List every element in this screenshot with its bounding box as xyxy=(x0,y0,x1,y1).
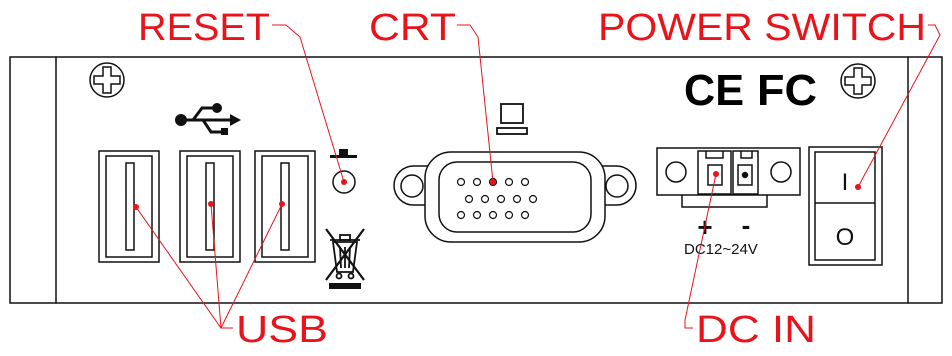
vga-pin xyxy=(464,194,474,204)
switch-off-mark: O xyxy=(836,224,855,251)
dc-input-connector xyxy=(656,147,801,208)
switch-on-mark: I xyxy=(842,169,849,196)
reset-button-icon xyxy=(330,149,357,158)
vga-pin xyxy=(472,210,482,220)
fcc-mark-icon: FC xyxy=(757,66,817,115)
callout-dots xyxy=(133,171,861,210)
dc-in-label: DC IN xyxy=(696,309,816,351)
vga-connector xyxy=(393,151,637,243)
usb-port-3 xyxy=(254,150,316,263)
screw-icon xyxy=(89,62,125,98)
vga-pin xyxy=(504,210,514,220)
usb-port-1 xyxy=(98,150,160,263)
monitor-icon xyxy=(496,103,528,135)
vga-pins xyxy=(456,177,538,220)
panel-body xyxy=(9,56,943,304)
dc-minus-label: - xyxy=(742,210,751,240)
usb-port-2 xyxy=(179,150,241,263)
dc-voltage-label: DC12~24V xyxy=(684,241,758,258)
usb-label: USB xyxy=(236,309,328,351)
ce-mark-icon: CE xyxy=(684,66,744,115)
vga-pin xyxy=(480,194,490,204)
reset-button xyxy=(332,170,356,194)
vga-pin xyxy=(528,194,538,204)
vga-pin xyxy=(520,210,530,220)
vga-pin xyxy=(472,177,482,187)
fc-mark: FC xyxy=(757,66,817,115)
vga-pin xyxy=(456,210,466,220)
vga-pin xyxy=(512,194,522,204)
vga-pin xyxy=(504,177,514,187)
usb-icon xyxy=(175,103,241,135)
weee-bin-icon xyxy=(325,228,365,289)
crt-label: CRT xyxy=(369,7,456,49)
callout-leaders xyxy=(135,24,941,329)
ce-mark: CE xyxy=(684,66,744,115)
screw-icon xyxy=(840,63,876,99)
vga-pin xyxy=(520,177,530,187)
power-switch xyxy=(808,146,883,266)
power-switch-label: POWER SWITCH xyxy=(598,7,926,49)
vga-pin xyxy=(496,194,506,204)
vga-pin xyxy=(488,210,498,220)
reset-label: RESET xyxy=(138,7,270,49)
vga-pin xyxy=(456,177,466,187)
